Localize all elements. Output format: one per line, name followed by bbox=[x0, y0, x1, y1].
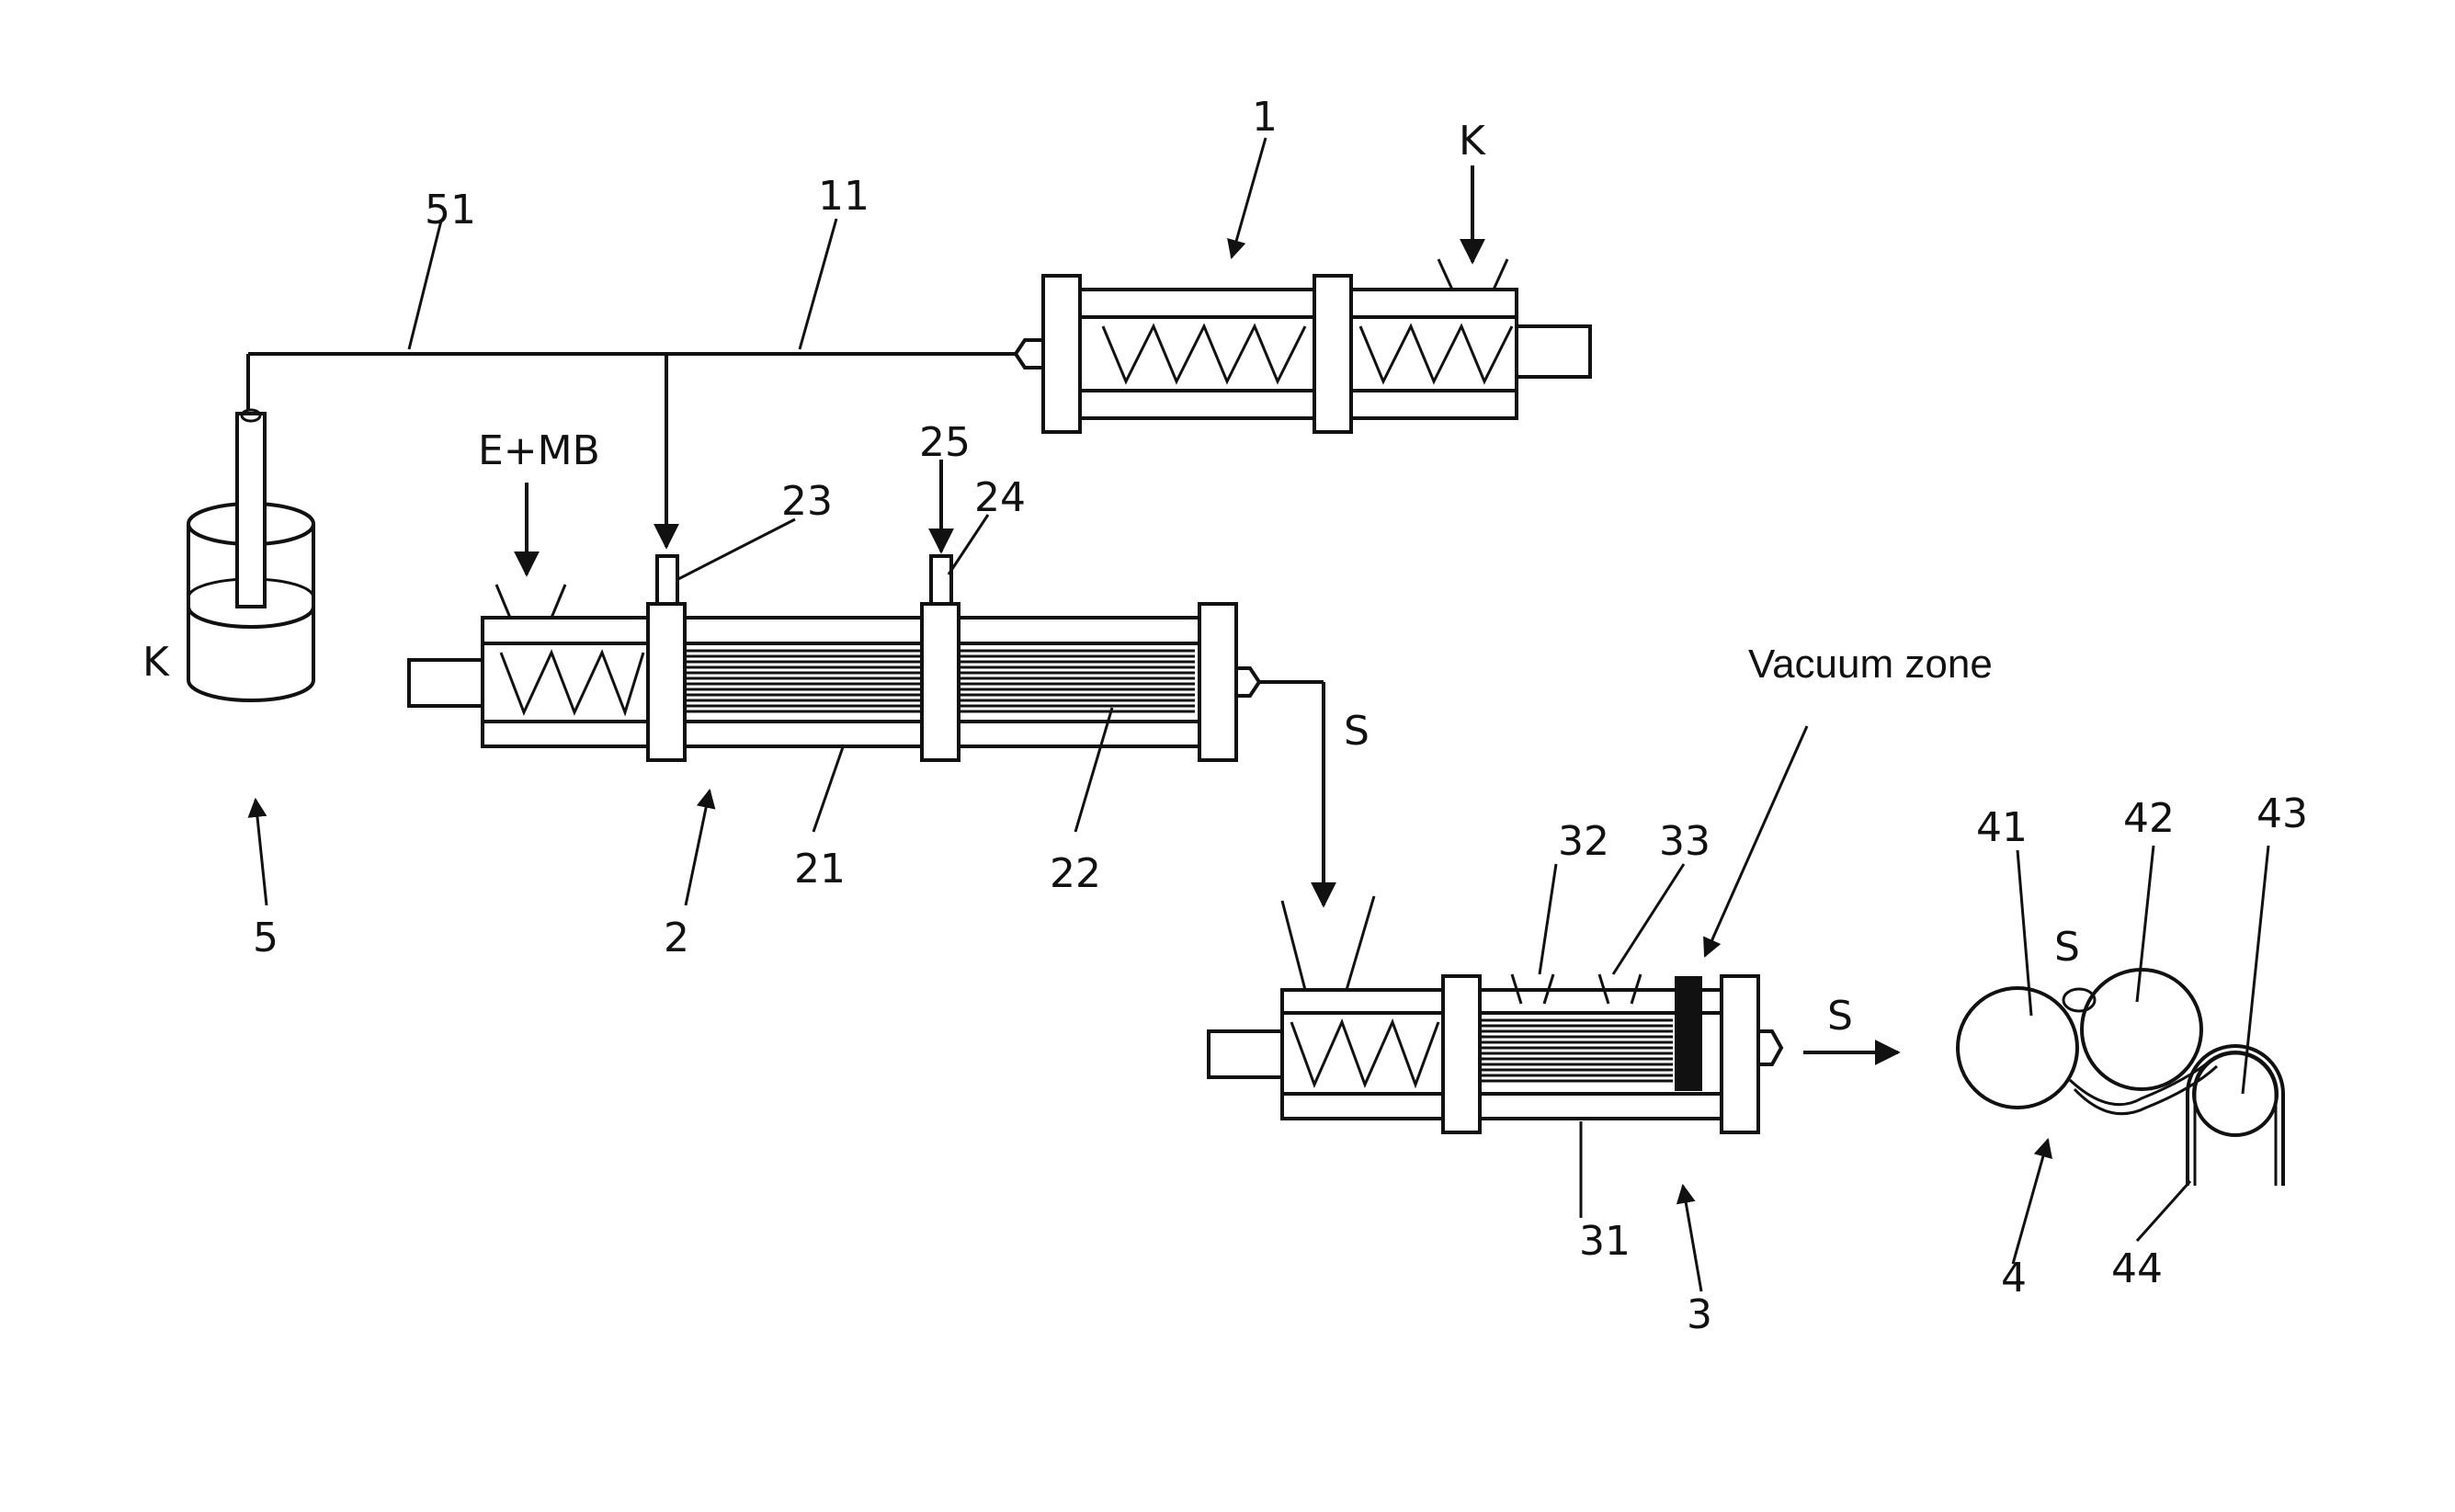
label-k-top: K bbox=[1459, 118, 1486, 165]
label-42: 42 bbox=[2123, 795, 2175, 842]
calender-4 bbox=[1958, 970, 2283, 1186]
feed-line-51-11 bbox=[248, 354, 1016, 547]
label-44: 44 bbox=[2111, 1245, 2163, 1292]
label-21: 21 bbox=[794, 846, 846, 892]
extruder-1 bbox=[1016, 259, 1590, 432]
label-24: 24 bbox=[974, 474, 1026, 521]
label-32: 32 bbox=[1558, 818, 1609, 865]
vacuum-seal bbox=[1675, 976, 1702, 1091]
label-s-mid: S bbox=[1344, 708, 1370, 755]
extruder-2 bbox=[409, 556, 1259, 760]
container-5 bbox=[188, 410, 313, 700]
label-22: 22 bbox=[1050, 850, 1101, 897]
label-43: 43 bbox=[2256, 790, 2308, 837]
melt-line-s bbox=[1259, 682, 1324, 905]
label-5: 5 bbox=[253, 915, 278, 961]
label-emb: E+MB bbox=[478, 427, 600, 474]
label-41: 41 bbox=[1976, 804, 2028, 851]
label-4: 4 bbox=[2001, 1255, 2027, 1302]
label-23: 23 bbox=[781, 478, 833, 525]
label-33: 33 bbox=[1659, 818, 1711, 865]
label-2: 2 bbox=[664, 915, 689, 961]
label-3: 3 bbox=[1687, 1291, 1712, 1338]
label-s-roll: S bbox=[2054, 924, 2080, 971]
label-k-left: K bbox=[142, 639, 170, 686]
label-vacuum-zone: Vacuum zone bbox=[1748, 642, 1993, 687]
label-31: 31 bbox=[1579, 1218, 1631, 1265]
label-25: 25 bbox=[919, 419, 971, 466]
extruder-3 bbox=[1209, 896, 1781, 1132]
label-11: 11 bbox=[818, 173, 869, 220]
label-s-out: S bbox=[1827, 993, 1853, 1040]
label-51: 51 bbox=[425, 187, 476, 233]
label-1: 1 bbox=[1252, 94, 1278, 141]
